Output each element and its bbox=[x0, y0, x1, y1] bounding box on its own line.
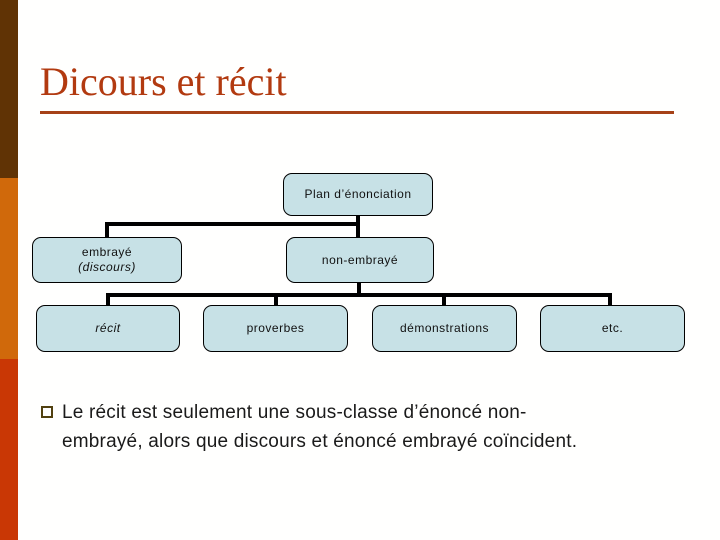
connector-drop-recit bbox=[106, 293, 110, 305]
slide-title: Dicours et récit bbox=[40, 59, 287, 104]
connector-drop-embraye bbox=[105, 222, 109, 237]
chart-node-proverbes: proverbes bbox=[203, 305, 348, 352]
chart-node-label: embrayé bbox=[81, 245, 133, 259]
bullet-line-2: embrayé, alors que discours et énoncé em… bbox=[62, 431, 578, 452]
chart-node-recit: récit bbox=[36, 305, 180, 352]
chart-node-non-embraye: non-embrayé bbox=[286, 237, 434, 283]
chart-node-etc: etc. bbox=[540, 305, 685, 352]
chart-node-demonstrations: démonstrations bbox=[372, 305, 517, 352]
chart-node-label: démonstrations bbox=[399, 321, 490, 335]
chart-node-plan-denonciation: Plan d’énonciation bbox=[283, 173, 433, 216]
connector-level2-rail bbox=[106, 293, 612, 297]
bullet-line-1: Le récit est seulement une sous-classe d… bbox=[62, 402, 527, 423]
chart-node-label: récit bbox=[95, 321, 121, 335]
chart-node-embraye: embrayé (discours) bbox=[32, 237, 182, 283]
connector-nonembraye-stub bbox=[357, 283, 361, 297]
chart-node-label: Plan d’énonciation bbox=[304, 187, 412, 201]
connector-root-stub bbox=[356, 215, 360, 237]
chart-node-sublabel: (discours) bbox=[78, 260, 136, 274]
chart-node-label: non-embrayé bbox=[321, 252, 399, 267]
accent-segment-orange bbox=[0, 178, 18, 359]
title-underline bbox=[40, 111, 674, 114]
connector-drop-demonstrations bbox=[442, 295, 446, 305]
bullet-paragraph: Le récit est seulement une sous-classe d… bbox=[62, 398, 702, 456]
accent-segment-red bbox=[0, 359, 18, 540]
left-accent-bar bbox=[0, 0, 18, 540]
accent-segment-brown bbox=[0, 0, 18, 178]
chart-node-label: etc. bbox=[601, 321, 624, 335]
connector-drop-proverbes bbox=[274, 295, 278, 305]
connector-level1-rail bbox=[105, 222, 360, 226]
chart-node-label: proverbes bbox=[246, 321, 305, 335]
hollow-square-bullet-icon bbox=[41, 406, 53, 418]
connector-drop-etc bbox=[608, 293, 612, 305]
